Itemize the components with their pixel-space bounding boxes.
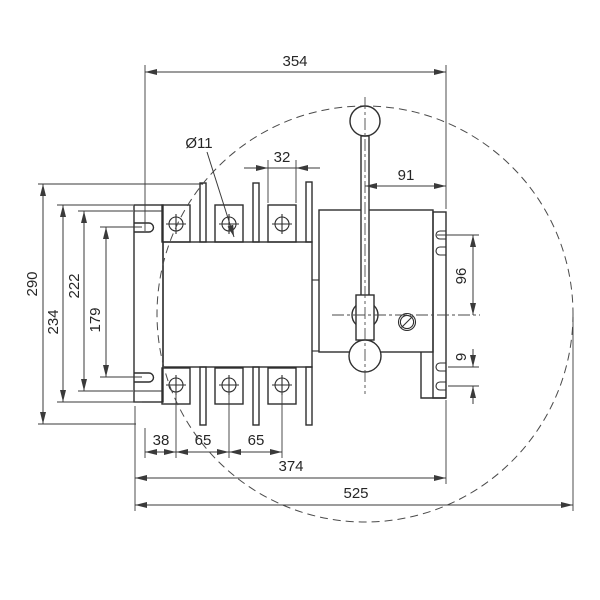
dimension-179: 179 (87, 226, 142, 378)
dimension-374: 374 (134, 400, 447, 511)
dimension-label: Ø11 (185, 135, 212, 152)
centerlines (332, 97, 480, 394)
dimension-label: 525 (343, 485, 368, 502)
terminal-pads-top (161, 204, 297, 243)
dimension-525: 525 (135, 317, 574, 511)
terminal-hole (272, 214, 292, 234)
switch-body (162, 241, 313, 368)
dimension-label: 179 (87, 307, 104, 332)
dimension-label: 91 (398, 167, 415, 184)
dimension-label: 32 (274, 149, 291, 166)
bracket-notch (435, 381, 446, 391)
dimension-label: 65 (248, 432, 265, 449)
phase-barrier (305, 181, 313, 243)
phase-barrier (199, 366, 207, 426)
terminal-hole (166, 214, 186, 234)
dimension-222: 222 (66, 210, 133, 392)
dimension-label: 9 (453, 353, 470, 361)
dimension-96: 96 (437, 234, 479, 315)
phase-barrier (199, 182, 207, 243)
terminal-pad (161, 204, 191, 243)
dimension-label: 374 (278, 458, 303, 475)
mounting-slot-top (134, 222, 155, 233)
screw-slot (401, 316, 413, 328)
dimension-91: 91 (365, 167, 446, 189)
bracket-notch (435, 362, 446, 372)
dimension-label: 65 (195, 432, 212, 449)
dimension-label: 290 (24, 271, 41, 296)
terminal-hole (219, 214, 239, 234)
mounting-bracket-right (420, 211, 447, 399)
dimension-pole-pitch: 38 65 65 (144, 390, 283, 458)
mounting-bracket-left (133, 204, 164, 403)
dimension-290: 290 (24, 183, 203, 425)
dimension-label: 234 (45, 309, 62, 334)
terminal-pad (214, 204, 244, 243)
dimension-9: 9 (448, 349, 479, 404)
dimension-hole-diameter: Ø11 (185, 135, 235, 238)
dimension-label: 222 (66, 273, 83, 298)
phase-barrier (305, 366, 313, 426)
dimension-label: 354 (282, 53, 307, 70)
dimension-label: 38 (153, 432, 170, 449)
adjustment-screw (397, 312, 417, 332)
dimension-32: 32 (244, 149, 320, 203)
bracket-foot (420, 352, 446, 399)
dimension-label: 96 (453, 268, 470, 285)
dimension-354: 354 (144, 53, 447, 231)
bracket-notch (435, 246, 446, 256)
terminal-pad (267, 204, 297, 243)
phase-barrier (252, 182, 260, 243)
bracket-notch (435, 230, 446, 240)
mounting-slot-bottom (134, 372, 155, 383)
phase-barrier (252, 366, 260, 426)
dimension-234: 234 (45, 204, 142, 403)
